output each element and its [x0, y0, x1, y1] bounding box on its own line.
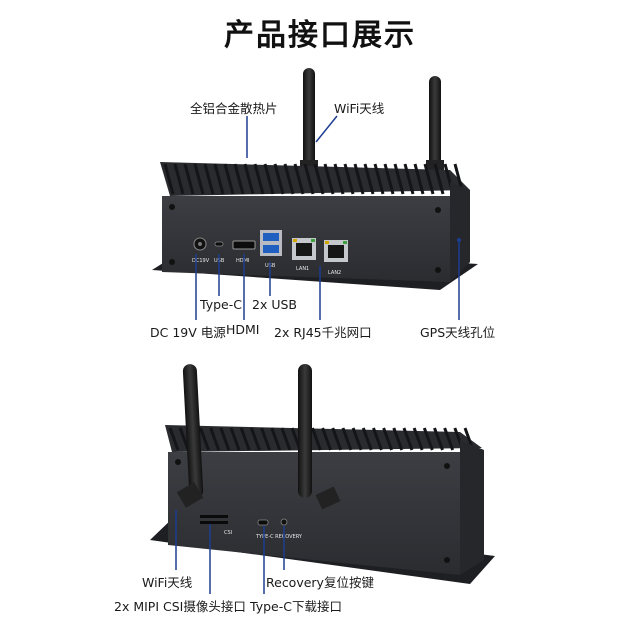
- heatsink-fin: [273, 163, 285, 195]
- heatsink-fin: [303, 163, 315, 195]
- heatsink-fin: [233, 163, 245, 195]
- wifi-antenna-bottom-left: [176, 364, 204, 508]
- heatsink-fin: [183, 163, 195, 195]
- heatsink-fin: [383, 163, 395, 195]
- heatsink-fin: [203, 163, 215, 195]
- heatsink-fin: [412, 427, 424, 451]
- heatsink-fin: [403, 163, 415, 195]
- label-wifi-antenna: WiFi天线: [334, 101, 385, 116]
- hdmi-port: [232, 240, 256, 250]
- heatsink-fin: [239, 427, 251, 451]
- heatsink-fin: [263, 163, 275, 195]
- heatsink-fin: [311, 427, 322, 451]
- label-recovery: Recovery复位按键: [266, 575, 374, 590]
- heatsink-fin: [313, 163, 325, 195]
- heatsink-fin: [372, 427, 383, 451]
- panel-text-hdmi: HDMI: [236, 258, 249, 264]
- heatsink-fin: [193, 163, 205, 195]
- heatsink-fin: [213, 163, 225, 195]
- heatsink-fin: [178, 427, 190, 451]
- label-dc-power: DC 19V 电源: [150, 325, 226, 340]
- label-heatsink: 全铝合金散热片: [190, 101, 278, 116]
- heatsink-fin: [249, 427, 261, 451]
- type-c-port: [214, 241, 224, 247]
- label-type-c: Type-C: [200, 297, 242, 312]
- heatsink-fin: [382, 427, 394, 451]
- heatsink-fin: [361, 427, 373, 451]
- heatsink-fin: [219, 427, 231, 451]
- heatsink-fin: [423, 163, 435, 195]
- wifi-antenna-left: [300, 68, 318, 170]
- heatsink-fins: [163, 163, 465, 195]
- heatsink-fin: [163, 163, 175, 195]
- heatsink-fin: [351, 427, 363, 451]
- bottom-device: CSI TYPE-C RECOVERY: [150, 364, 495, 584]
- heatsink-fin: [321, 427, 332, 451]
- bottom-leader-lines: [175, 510, 285, 594]
- heatsink-fin: [253, 163, 265, 195]
- heatsink-fin: [433, 163, 445, 195]
- page-title: 产品接口展示: [224, 18, 416, 53]
- label-rj45: 2x RJ45千兆网口: [274, 325, 372, 340]
- csi-slot-2: [200, 521, 228, 524]
- heatsink-fin: [229, 427, 241, 451]
- front-panel-bottom: [168, 452, 460, 575]
- heatsink-fin: [168, 427, 180, 451]
- heatsink-fin: [422, 427, 434, 451]
- heatsink-fin: [392, 427, 404, 451]
- rj45-port-lan2: [324, 240, 348, 262]
- label-type-c-download: Type-C下载接口: [250, 599, 342, 614]
- heatsink-fin: [331, 427, 343, 451]
- heatsink-fin: [363, 163, 375, 195]
- heatsink-fin: [243, 163, 255, 195]
- top-leader-lines: [195, 115, 460, 320]
- heatsink-fin: [283, 163, 295, 195]
- heatsink-fin: [433, 427, 444, 451]
- label-2x-usb: 2x USB: [252, 297, 297, 312]
- heatsink-fin: [443, 427, 455, 451]
- heatsink-fins-bottom: [168, 427, 475, 451]
- heatsink-fin: [353, 163, 365, 195]
- heatsink-fin: [293, 163, 305, 195]
- label-gps: GPS天线孔位: [420, 325, 496, 340]
- heatsink-fin: [373, 163, 385, 195]
- label-wifi-antenna-bottom: WiFi天线: [142, 575, 193, 590]
- heatsink-fin: [260, 427, 271, 451]
- panel-text-typec-recovery: TYPE-C RECOVERY: [255, 534, 303, 540]
- label-hdmi: HDMI: [226, 322, 260, 337]
- panel-text-dc19v: DC19V: [192, 258, 210, 264]
- heatsink-fin: [402, 427, 414, 451]
- wifi-antenna-bottom-right: [298, 364, 341, 510]
- heatsink-fin: [173, 163, 185, 195]
- usb-stack-port: [260, 230, 282, 256]
- heatsink-fin: [343, 163, 355, 195]
- heatsink-fin: [393, 163, 405, 195]
- csi-slot-1: [200, 515, 228, 518]
- panel-text-csi: CSI: [224, 530, 232, 536]
- side-panel: [450, 182, 470, 282]
- heatsink-fin: [413, 163, 425, 195]
- heatsink-fin: [323, 163, 335, 195]
- heatsink-fin: [270, 427, 282, 451]
- type-c-download-port: [257, 519, 269, 526]
- wifi-antenna-right: [426, 76, 444, 170]
- label-mipi-csi: 2x MIPI CSI摄像头接口: [114, 599, 246, 614]
- top-device: DC19V USB HDMI USB LAN1 LAN2: [152, 68, 478, 290]
- heatsink-fin: [280, 427, 292, 451]
- panel-text-lan2: LAN2: [328, 270, 341, 276]
- heatsink-fin: [333, 163, 345, 195]
- heatsink-fin: [199, 427, 210, 451]
- recovery-button: [280, 518, 288, 526]
- heatsink-fin: [341, 427, 353, 451]
- heatsink-fin: [209, 427, 221, 451]
- heatsink-fin: [223, 163, 235, 195]
- rj45-port-lan1: [292, 238, 316, 260]
- panel-text-lan1: LAN1: [296, 266, 309, 272]
